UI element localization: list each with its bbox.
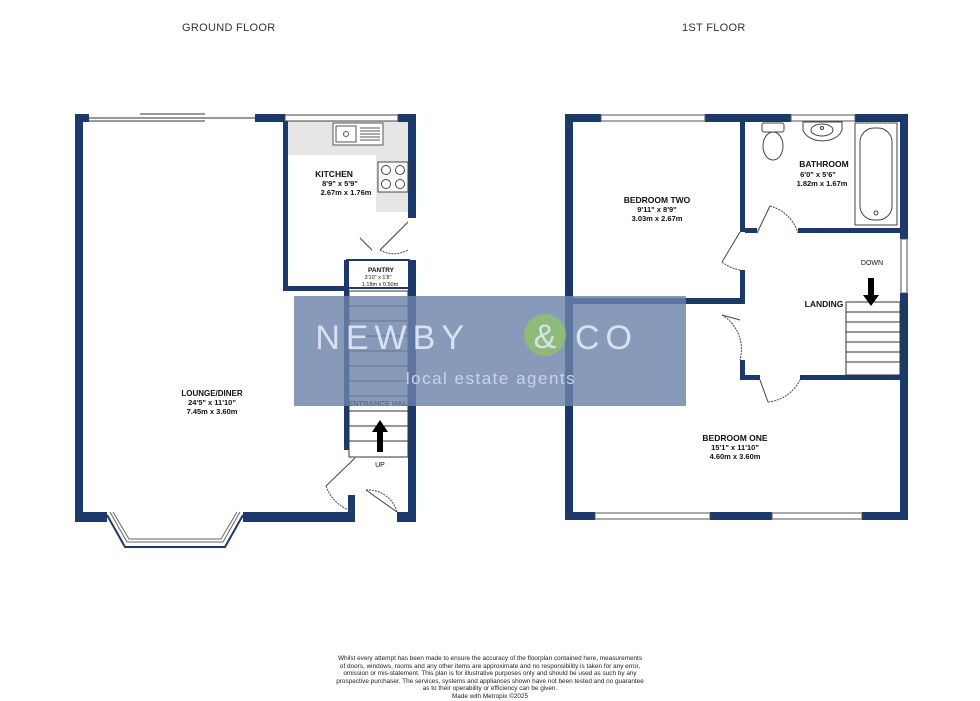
toilet-icon (761, 122, 785, 161)
sink-icon (332, 122, 384, 146)
first-windows (594, 114, 908, 520)
bathroom-metric: 1.82m x 1.67m (797, 179, 848, 188)
first-floor-title: 1ST FLOOR (682, 22, 746, 34)
bath-icon (854, 122, 898, 226)
stair-up-arrow-icon (372, 420, 388, 452)
watermark-ampersand: & (534, 318, 557, 356)
first-doors (721, 205, 801, 403)
bedroom-one-metric: 4.60m x 3.60m (710, 452, 761, 461)
pantry-label: PANTRY (368, 267, 395, 274)
basin-icon (802, 121, 843, 142)
front-door (325, 457, 398, 513)
disclaimer-line: Whilst every attempt has been made to en… (337, 655, 643, 662)
watermark-panel (294, 296, 686, 406)
bedroom-one-label: BEDROOM ONE (702, 433, 768, 443)
kitchen-metric: 2.67m x 1.76m (321, 188, 372, 197)
sliding-door (89, 113, 255, 122)
pantry-outline (346, 259, 410, 289)
disclaimer-line: as to their operability or efficiency ca… (422, 685, 558, 693)
watermark-tagline: local estate agents (406, 369, 576, 388)
stair-down-arrow-icon (863, 278, 879, 306)
watermark-brand: NEWBY (315, 319, 470, 357)
bedroom-one-imperial: 15'1" x 11'10" (711, 443, 759, 452)
newby-co-watermark: NEWBY & CO local estate agents (294, 296, 686, 406)
landing-label: LANDING (805, 299, 844, 309)
ampersand-circle (524, 314, 566, 356)
pantry-door (359, 221, 409, 255)
disclaimer-line: of doors, windows, rooms and any other i… (339, 662, 641, 670)
disclaimer-line: prospective purchaser. The services, sys… (336, 677, 644, 685)
kitchen-window (284, 114, 399, 122)
pantry-imperial: 3'10" x 1'8" (364, 275, 391, 281)
kitchen-label: KITCHEN (315, 169, 353, 179)
watermark-brand-co: CO (575, 319, 638, 357)
bedroom-two-label: BEDROOM TWO (624, 195, 691, 205)
disclaimer-line: Made with Metropix ©2025 (451, 692, 529, 700)
stair-up-label: UP (375, 462, 385, 469)
disclaimer: Whilst every attempt has been made to en… (300, 655, 680, 701)
pantry-metric: 1.18m x 0.50m (362, 282, 399, 288)
disclaimer-line: omission or mis-statement. This plan is … (343, 670, 637, 678)
lounge-label: LOUNGE/DINER (181, 389, 243, 398)
floorplan-drawing: KITCHEN 8'9" x 5'9" 2.67m x 1.76m PANTRY… (75, 113, 908, 548)
bedroom-two-metric: 3.03m x 2.67m (632, 214, 683, 223)
lounge-metric: 7.45m x 3.60m (187, 407, 238, 416)
stair-down-label: DOWN (861, 260, 883, 267)
bathroom-label: BATHROOM (799, 159, 848, 169)
bedroom-two-imperial: 9'11" x 8'9" (637, 205, 677, 214)
lounge-imperial: 24'5" x 11'10" (188, 398, 236, 407)
kitchen-imperial: 8'9" x 5'9" (322, 179, 358, 188)
bathroom-imperial: 6'0" x 5'6" (800, 170, 836, 179)
first-staircase (845, 301, 901, 376)
hob-icon (377, 161, 409, 193)
bay-window (106, 511, 244, 548)
ground-floor-title: GROUND FLOOR (182, 22, 276, 34)
ground-floor-plan: KITCHEN 8'9" x 5'9" 2.67m x 1.76m PANTRY… (75, 113, 416, 548)
